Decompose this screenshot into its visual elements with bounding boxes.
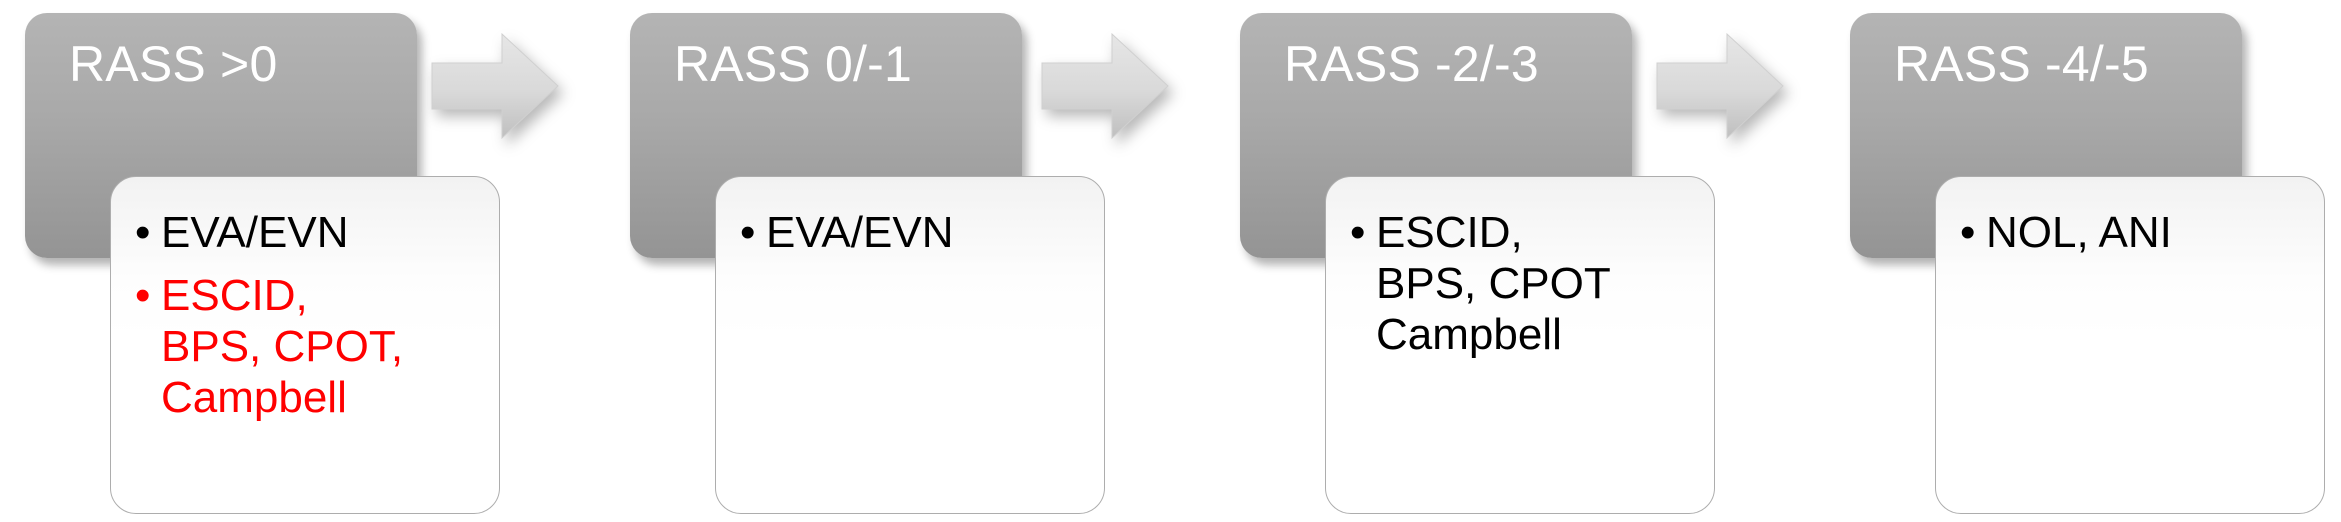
stage-header-plate-4[interactable]: RASS -4/-5 xyxy=(1850,13,2242,258)
list-item: • ESCID, BPS, CPOT, Campbell xyxy=(135,270,489,423)
bullet-text: NOL, ANI xyxy=(1986,208,2172,257)
bullet-text: EVA/EVN xyxy=(161,208,349,257)
list-item: • NOL, ANI xyxy=(1960,207,2314,258)
bullet-list-1: • EVA/EVN • ESCID, BPS, CPOT, Campbell xyxy=(135,207,489,435)
bullet-dot-icon: • xyxy=(1350,208,1366,257)
bullet-dot-icon: • xyxy=(740,208,756,257)
list-item: • ESCID, BPS, CPOT Campbell xyxy=(1350,207,1704,360)
stage-header-label-4: RASS -4/-5 xyxy=(1894,36,2149,92)
right-arrow-icon-2 xyxy=(1040,30,1170,142)
stage-body-card-1[interactable]: • EVA/EVN • ESCID, BPS, CPOT, Campbell xyxy=(110,176,500,514)
bullet-dot-icon: • xyxy=(135,271,151,321)
right-arrow-icon-1 xyxy=(430,30,560,142)
bullet-text: EVA/EVN xyxy=(766,208,954,257)
stage-group-4: RASS -4/-5 • NOL, ANI xyxy=(1825,0,2325,522)
stage-body-card-2[interactable]: • EVA/EVN xyxy=(715,176,1105,514)
right-arrow-icon-3 xyxy=(1655,30,1785,142)
list-item: • EVA/EVN xyxy=(135,207,489,258)
list-item: • EVA/EVN xyxy=(740,207,1094,258)
stage-body-card-3[interactable]: • ESCID, BPS, CPOT Campbell xyxy=(1325,176,1715,514)
stage-header-label-1: RASS >0 xyxy=(69,36,278,92)
bullet-list-2: • EVA/EVN xyxy=(740,207,1094,270)
bullet-list-3: • ESCID, BPS, CPOT Campbell xyxy=(1350,207,1704,372)
bullet-dot-icon: • xyxy=(135,208,151,257)
bullet-dot-icon: • xyxy=(1960,208,1976,257)
stage-header-label-2: RASS 0/-1 xyxy=(674,36,913,92)
stage-body-card-4[interactable]: • NOL, ANI xyxy=(1935,176,2325,514)
stage-group-1: RASS >0 • EVA/EVN • ESCID, BPS, CPOT, Ca… xyxy=(0,0,500,522)
stage-header-label-3: RASS -2/-3 xyxy=(1284,36,1539,92)
stage-group-3: RASS -2/-3 • ESCID, BPS, CPOT Campbell xyxy=(1215,0,1715,522)
stage-group-2: RASS 0/-1 • EVA/EVN xyxy=(605,0,1105,522)
bullet-text: ESCID, BPS, CPOT Campbell xyxy=(1376,208,1611,360)
bullet-text: ESCID, BPS, CPOT, Campbell xyxy=(161,271,404,423)
bullet-list-4: • NOL, ANI xyxy=(1960,207,2314,270)
